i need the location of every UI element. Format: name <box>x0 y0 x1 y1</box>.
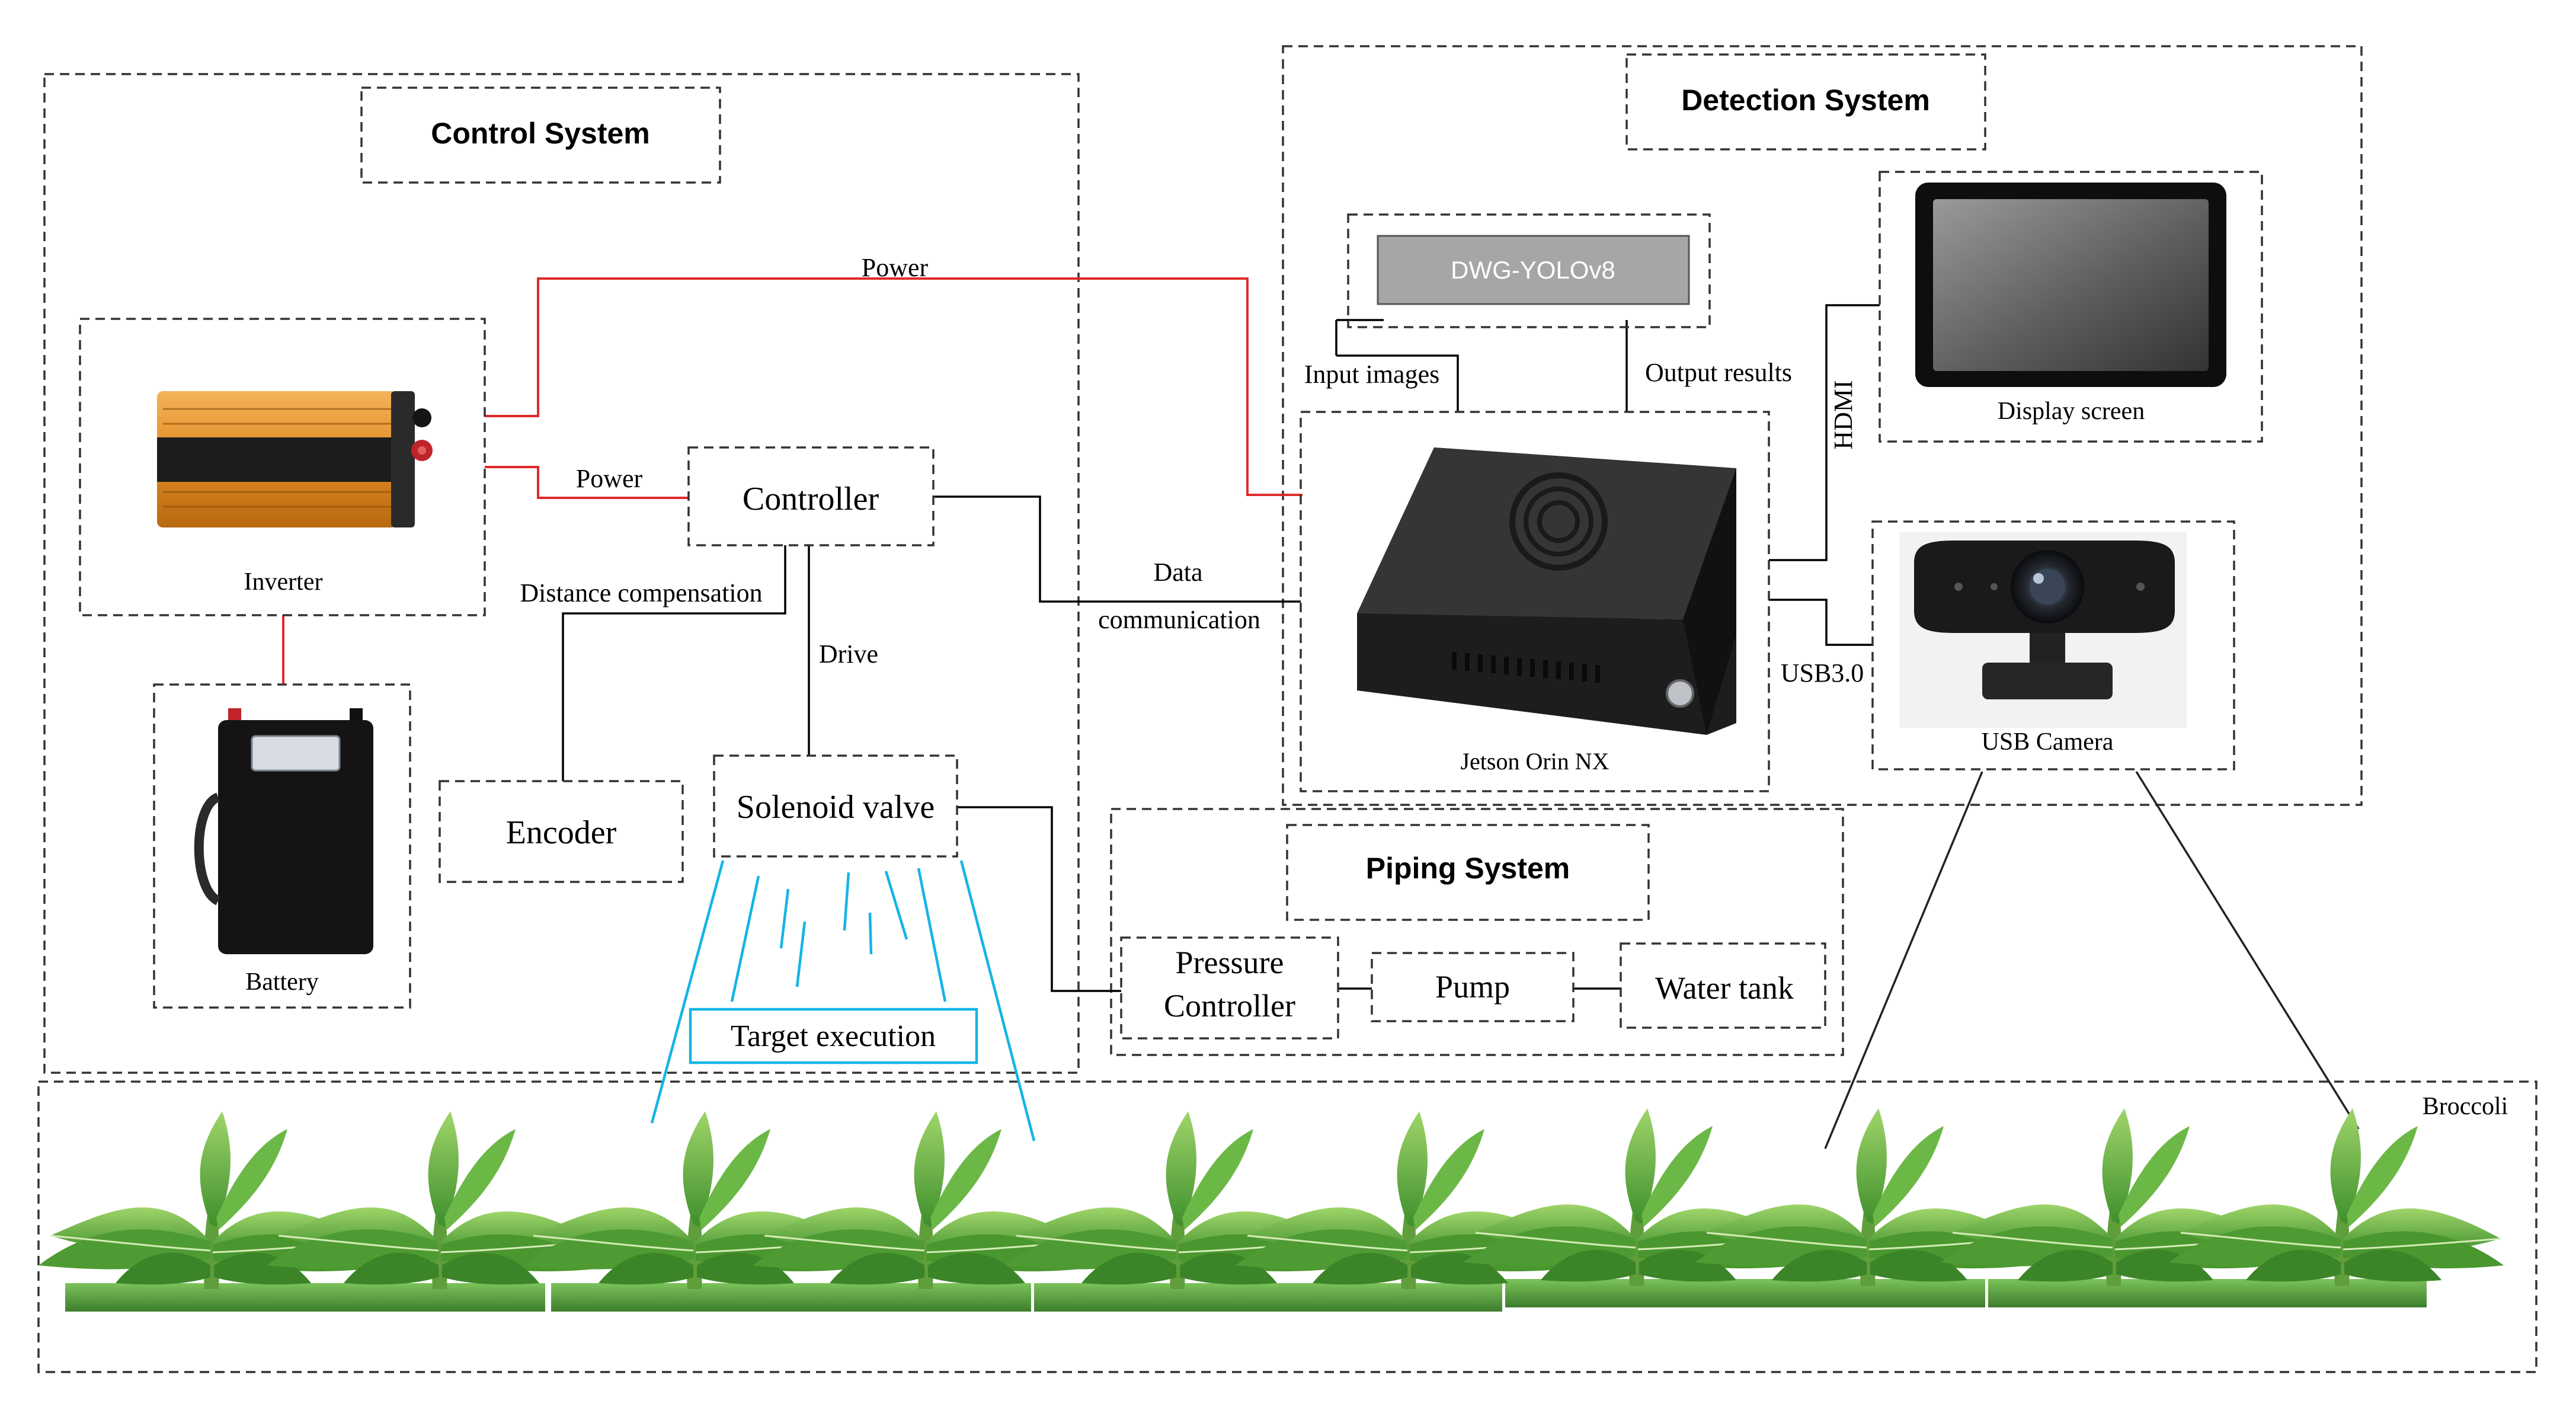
water-tank-label: Water tank <box>1655 970 1794 1006</box>
battery-box <box>153 683 411 1009</box>
detection-system-title: Detection System <box>1681 84 1930 117</box>
piping-system-title: Piping System <box>1366 852 1570 885</box>
power-label-top: Power <box>862 253 929 282</box>
power-label-controller: Power <box>576 464 643 493</box>
usb-label: USB3.0 <box>1781 658 1864 687</box>
water-tank-box <box>1620 942 1826 1029</box>
piping-system-title-box <box>1286 824 1650 921</box>
drive-label: Drive <box>819 639 878 669</box>
camera-view-left <box>1824 771 1983 1149</box>
controller-box <box>687 446 935 546</box>
jetson-icon <box>1357 447 1736 735</box>
target-execution-label: Target execution <box>731 1019 936 1053</box>
encoder-label: Encoder <box>506 814 617 851</box>
display-screen-box <box>1879 171 2263 443</box>
power-wire-jetson <box>485 277 1303 496</box>
pressure-controller-label-1: Pressure <box>1176 945 1284 980</box>
solenoid-pressure-wire <box>957 806 1121 992</box>
broccoli-plants <box>37 1107 2505 1290</box>
pressure-controller-label-2: Controller <box>1164 988 1295 1024</box>
usb-camera-label: USB Camera <box>1982 728 2114 756</box>
pump-label: Pump <box>1435 969 1510 1005</box>
data-communication-wire <box>933 495 1301 603</box>
distance-compensation-wire <box>562 545 786 781</box>
display-screen-icon <box>1915 183 2226 387</box>
model-outer-box <box>1347 213 1711 328</box>
broccoli-label: Broccoli <box>2423 1093 2508 1120</box>
distance-compensation-label: Distance compensation <box>520 578 762 607</box>
spray-pattern <box>650 860 1036 1141</box>
inverter-box <box>79 318 486 616</box>
power-wire-controller <box>485 466 689 499</box>
input-images-wire <box>1336 354 1459 412</box>
usb-camera-box <box>1871 520 2235 770</box>
usb-camera-icon <box>1899 532 2187 728</box>
model-box <box>1377 235 1690 305</box>
model-label: DWG-YOLOv8 <box>1451 256 1615 284</box>
jetson-label: Jetson Orin NX <box>1460 748 1609 775</box>
data-label-line2: communication <box>1098 605 1260 634</box>
detection-system-title-box <box>1625 53 1986 151</box>
jetson-box <box>1300 411 1770 792</box>
grass-strips <box>65 1279 2427 1312</box>
target-execution-box <box>689 1008 978 1064</box>
solenoid-valve-label: Solenoid valve <box>737 789 935 826</box>
output-results-label: Output results <box>1645 358 1792 387</box>
pressure-controller-box <box>1120 936 1339 1040</box>
battery-label: Battery <box>245 968 319 996</box>
camera-view-right <box>2135 771 2360 1130</box>
display-screen-label: Display screen <box>1998 398 2145 425</box>
control-system-title-box <box>360 87 721 184</box>
field-container <box>37 1080 2537 1373</box>
control-system-container <box>43 73 1080 1074</box>
encoder-box <box>439 780 684 883</box>
inverter-icon <box>157 391 433 527</box>
control-system-title: Control System <box>431 117 650 150</box>
usb-wire <box>1769 599 1873 646</box>
detection-system-container <box>1282 45 2363 806</box>
controller-label: Controller <box>743 481 879 517</box>
pump-box <box>1371 952 1575 1022</box>
data-label-line1: Data <box>1153 558 1202 587</box>
piping-system-container <box>1110 808 1844 1056</box>
inverter-label: Inverter <box>244 568 323 596</box>
battery-icon <box>194 708 373 954</box>
input-images-label: Input images <box>1304 360 1440 389</box>
hdmi-label: HDMI <box>1829 380 1858 449</box>
hdmi-wire <box>1769 304 1880 561</box>
solenoid-valve-box <box>713 754 958 858</box>
